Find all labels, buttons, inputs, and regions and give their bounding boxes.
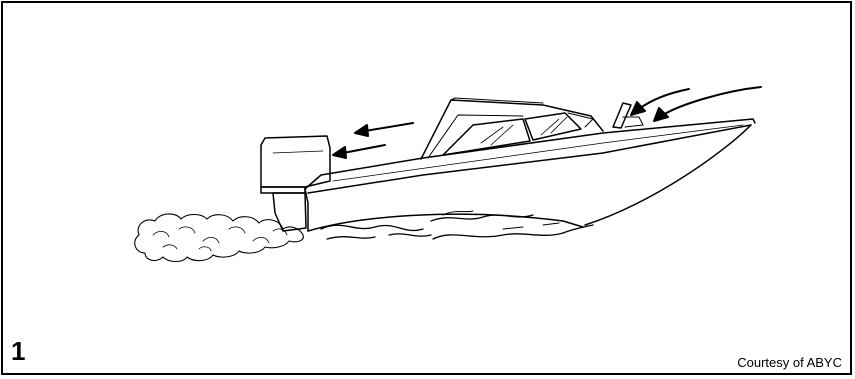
airflow-arrow-icon bbox=[355, 123, 413, 136]
outboard-motor bbox=[261, 136, 330, 231]
figure-number: 1 bbox=[11, 336, 25, 366]
boat-illustration bbox=[3, 3, 854, 377]
boat-hull bbox=[305, 119, 755, 231]
boat-cabin bbox=[421, 98, 603, 159]
airflow-arrow-icon bbox=[654, 87, 761, 121]
airflow-arrow-icon bbox=[333, 145, 385, 158]
water-waves bbox=[321, 211, 593, 239]
airflow-arrows bbox=[333, 87, 761, 158]
figure-credit: Courtesy of ABYC bbox=[737, 355, 842, 371]
